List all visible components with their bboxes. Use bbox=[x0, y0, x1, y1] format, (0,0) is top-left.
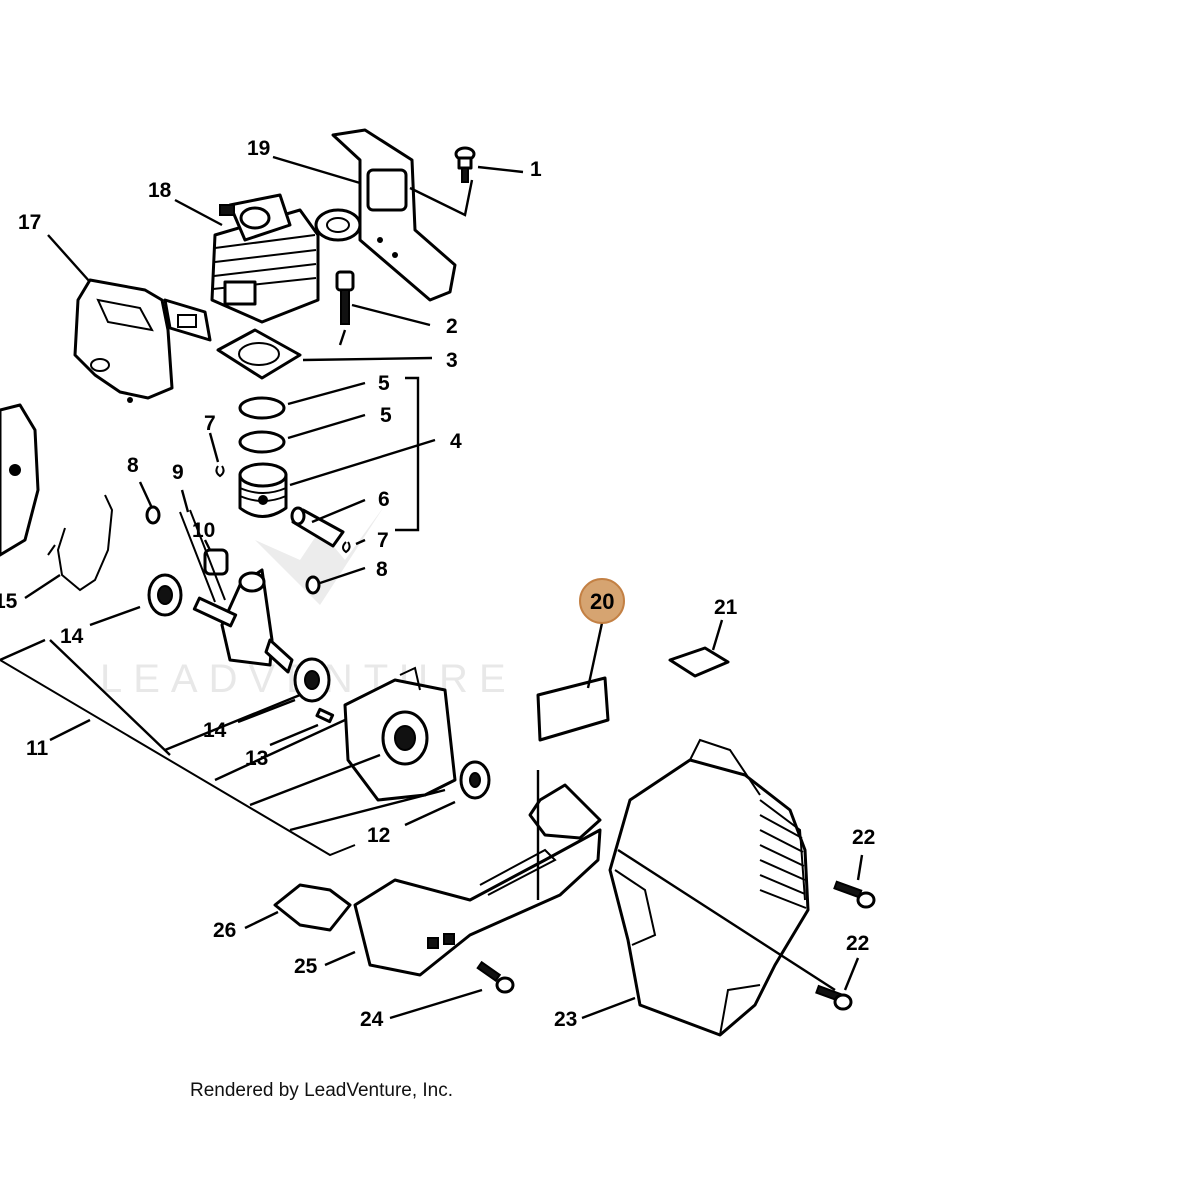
part-14-bearing-b[interactable] bbox=[293, 657, 331, 703]
callout-19[interactable]: 19 bbox=[247, 137, 270, 160]
callout-26[interactable]: 26 bbox=[213, 919, 236, 942]
callout-20[interactable]: 20 bbox=[590, 589, 614, 614]
callout-17[interactable]: 17 bbox=[18, 211, 41, 234]
callout-1[interactable]: 1 bbox=[530, 158, 542, 181]
handle-upper[interactable] bbox=[528, 783, 602, 840]
part-9-key[interactable] bbox=[179, 509, 226, 603]
part-7-clip-a[interactable] bbox=[215, 465, 225, 478]
leader-lines bbox=[0, 155, 864, 1020]
part-8-washer-b[interactable] bbox=[305, 575, 321, 595]
part-3-gasket[interactable] bbox=[216, 328, 302, 380]
part-12-seal[interactable] bbox=[459, 760, 491, 800]
part-13-pin[interactable] bbox=[315, 707, 335, 724]
watermark-logo bbox=[255, 505, 385, 605]
part-21-label[interactable] bbox=[668, 646, 730, 678]
callout-14a[interactable]: 14 bbox=[60, 625, 84, 648]
part-5-rings[interactable] bbox=[238, 396, 286, 454]
engine-housing-partial[interactable] bbox=[0, 403, 40, 557]
exhaust-gasket[interactable] bbox=[314, 208, 362, 242]
callout-6[interactable]: 6 bbox=[378, 488, 390, 511]
part-25-handle[interactable] bbox=[353, 828, 602, 977]
part-23-fan-housing[interactable] bbox=[608, 738, 810, 1037]
part-24-screw[interactable] bbox=[476, 960, 515, 994]
part-26-plate[interactable] bbox=[273, 883, 352, 932]
callout-18[interactable]: 18 bbox=[148, 179, 172, 202]
part-14-bearing-a[interactable] bbox=[147, 573, 183, 617]
part-4-piston[interactable] bbox=[238, 462, 288, 518]
callout-3[interactable]: 3 bbox=[446, 349, 458, 372]
part-19-shield[interactable] bbox=[331, 128, 457, 302]
callout-5b[interactable]: 5 bbox=[380, 404, 392, 427]
callout-9[interactable]: 9 bbox=[172, 461, 184, 484]
part-17-shroud[interactable] bbox=[73, 278, 174, 403]
callout-5a[interactable]: 5 bbox=[378, 372, 390, 395]
part-22-screw-a[interactable] bbox=[833, 880, 876, 909]
callout-12[interactable]: 12 bbox=[367, 824, 390, 847]
part-22-screw-b[interactable] bbox=[815, 984, 853, 1011]
part-10-bearing[interactable] bbox=[203, 548, 229, 576]
crankcase[interactable] bbox=[343, 666, 457, 802]
callout-7a[interactable]: 7 bbox=[204, 412, 216, 435]
callout-14b[interactable]: 14 bbox=[203, 719, 227, 742]
callout-7b[interactable]: 7 bbox=[377, 529, 389, 552]
part-20-label[interactable] bbox=[536, 676, 610, 742]
callout-22a[interactable]: 22 bbox=[852, 826, 875, 849]
callout-8a[interactable]: 8 bbox=[127, 454, 139, 477]
callout-25[interactable]: 25 bbox=[294, 955, 318, 978]
callout-11[interactable]: 11 bbox=[26, 737, 49, 760]
callout-22b[interactable]: 22 bbox=[846, 932, 869, 955]
callout-21[interactable]: 21 bbox=[714, 596, 738, 619]
intake-gasket[interactable] bbox=[163, 298, 212, 342]
footer-credit: Rendered by LeadVenture, Inc. bbox=[190, 1080, 454, 1101]
callout-10[interactable]: 10 bbox=[192, 519, 215, 542]
callout-2[interactable]: 2 bbox=[446, 315, 458, 338]
part-15-clip[interactable] bbox=[47, 494, 114, 592]
part-6-pin[interactable] bbox=[290, 506, 345, 548]
highlight-marker bbox=[579, 578, 625, 624]
part-2-bolt[interactable] bbox=[335, 270, 355, 325]
callout-4[interactable]: 4 bbox=[450, 430, 462, 453]
part-18-cylinder[interactable] bbox=[210, 193, 320, 324]
part-1-screw[interactable] bbox=[454, 146, 476, 183]
callout-24[interactable]: 24 bbox=[360, 1008, 384, 1031]
part-7-clip-b[interactable] bbox=[342, 541, 351, 554]
callout-23[interactable]: 23 bbox=[554, 1008, 577, 1031]
callout-8b[interactable]: 8 bbox=[376, 558, 388, 581]
part-8-washer-a[interactable] bbox=[145, 505, 161, 525]
callout-15[interactable]: 15 bbox=[0, 590, 18, 613]
crankshaft[interactable] bbox=[192, 568, 294, 674]
part-11-assembly-bracket bbox=[0, 659, 356, 857]
callout-13[interactable]: 13 bbox=[245, 747, 268, 770]
callouts: 1 19 18 17 2 3 5 5 4 6 7 7 8 9 10 8 15 1… bbox=[0, 137, 875, 1031]
